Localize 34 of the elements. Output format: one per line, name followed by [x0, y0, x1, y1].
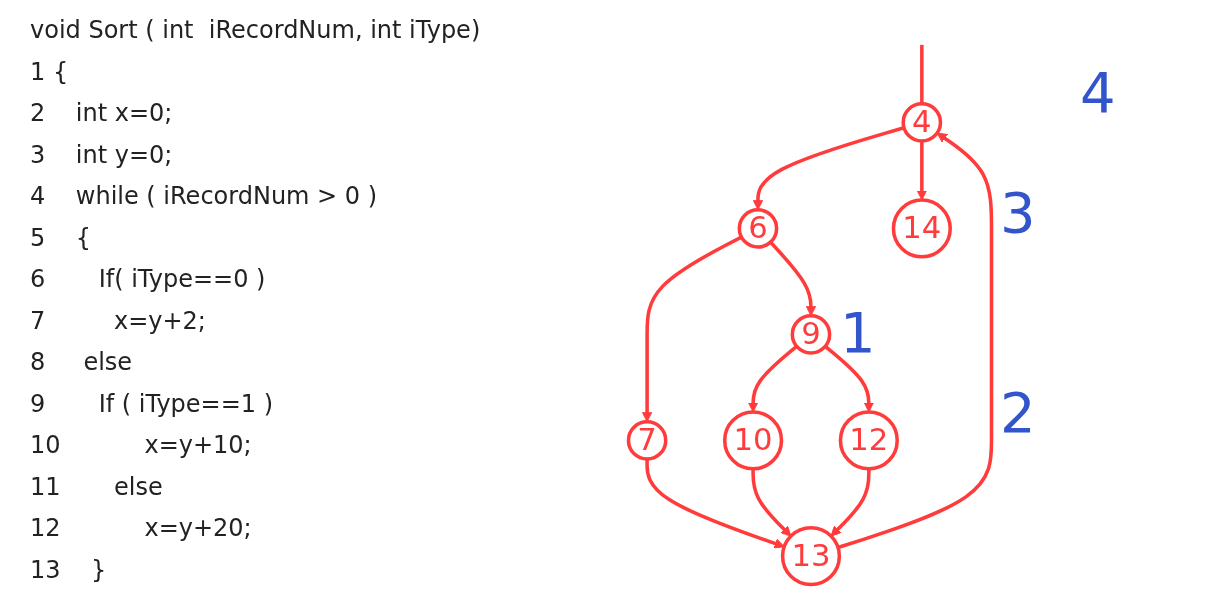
arrow — [751, 468, 792, 537]
arrow — [747, 344, 798, 413]
region-number: 1 — [840, 300, 876, 365]
code-line: 7 x=y+2; — [30, 305, 207, 337]
code-line: 13 } — [30, 554, 108, 586]
code-line: void Sort ( int iRecordNum, int iType) — [30, 15, 481, 46]
region-number: 3 — [1000, 180, 1036, 245]
code-line: 11 else — [30, 471, 164, 503]
code-line: 1 { — [30, 56, 70, 88]
code-line: 12 x=y+20; — [30, 513, 253, 544]
arrow — [830, 468, 871, 537]
code-line: 6 If( iType==0 ) — [30, 264, 267, 295]
code-line: 8 else — [30, 347, 134, 378]
node-circle: 10 — [722, 410, 784, 471]
arrow — [645, 459, 785, 549]
node-circle: 9 — [790, 314, 832, 355]
code-line: 2 int x=0; — [30, 98, 174, 129]
node-circle: 13 — [780, 526, 842, 587]
code-line: 5 { — [30, 222, 93, 254]
region-number: 2 — [1000, 380, 1036, 445]
code-line: 4 while ( iRecordNum > 0 ) — [30, 181, 379, 212]
connector — [920, 44, 924, 104]
node-circle: 4 — [901, 102, 943, 143]
arrow — [837, 132, 994, 550]
code-line: 9 If ( iType==1 ) — [30, 388, 275, 420]
code-line: 10 x=y+10; — [30, 430, 253, 461]
node-circle: 12 — [838, 410, 899, 471]
node-circle: 7 — [626, 420, 668, 461]
node-circle: 14 — [891, 198, 952, 259]
region-number: 4 — [1080, 60, 1116, 125]
arrow — [916, 141, 928, 201]
arrow — [824, 344, 875, 413]
code-line: 3 int y=0; — [30, 139, 174, 171]
node-circle: 6 — [737, 208, 779, 249]
